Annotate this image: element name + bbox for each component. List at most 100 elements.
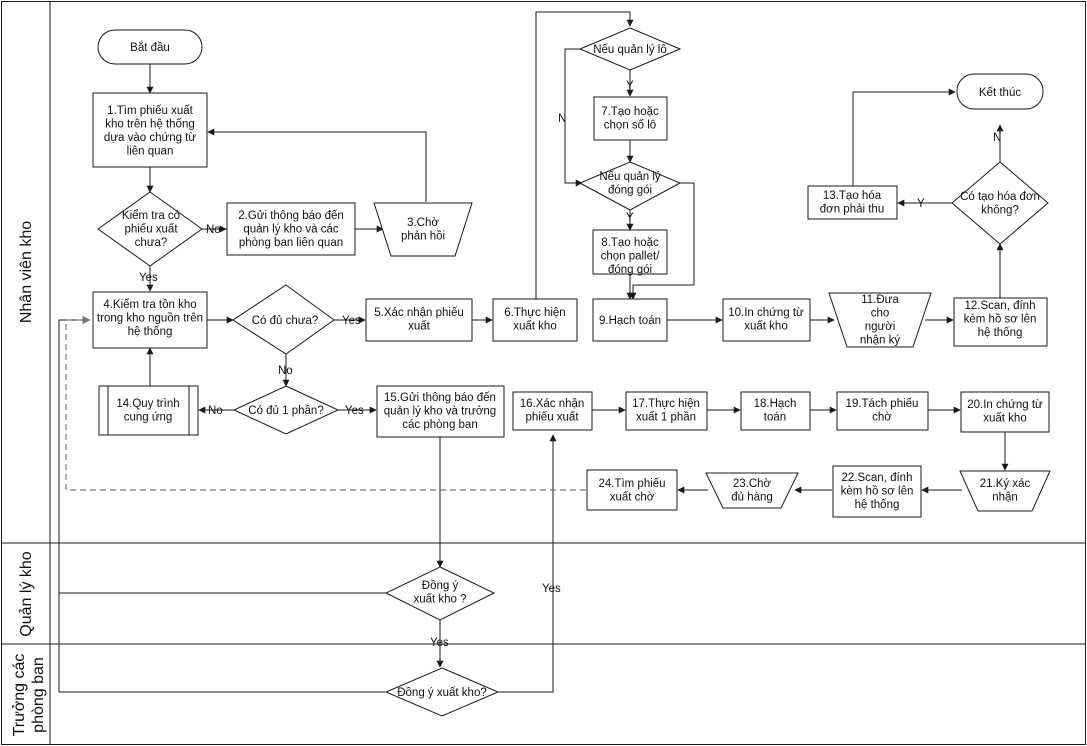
- decision-check-phieu: [97, 191, 203, 267]
- node-24-box: [586, 469, 678, 511]
- edge-label-no-check: No: [206, 224, 221, 236]
- text-line: chọn số lô: [604, 120, 656, 132]
- text-line: đủ hàng: [731, 492, 773, 504]
- text-line: Có tạo hóa đơn: [960, 191, 1040, 203]
- text-line: 11.Đưa: [861, 294, 899, 306]
- edge-label-yes-1p: Yes: [345, 405, 364, 417]
- label-d-du: Có đủ chưa?: [252, 315, 319, 327]
- text-line: 22.Scan, đính: [842, 472, 913, 484]
- connectors: [58, 11, 1009, 693]
- node-15-box: [376, 385, 505, 438]
- lane-label-ql: Quản lý kho: [18, 551, 35, 636]
- node-12-box: [953, 297, 1048, 347]
- node-23-shape: [705, 472, 799, 509]
- node-21-shape: [959, 470, 1051, 512]
- text-line: Bắt đầu: [130, 41, 170, 54]
- decision-truong-phong-dong-y: [384, 667, 500, 717]
- edge-label-yes-du: Yes: [342, 315, 361, 327]
- text-line: liên quan: [127, 146, 174, 158]
- text-line: đóng gói: [608, 185, 652, 197]
- text-line: đơn phải thu: [820, 204, 884, 216]
- label-n7: 7.Tạo hoặc chọn số lô: [601, 106, 659, 132]
- text-line: xuất kho: [983, 413, 1026, 425]
- text-line: 9.Hạch toán: [599, 315, 661, 327]
- text-line: 18.Hạch: [754, 398, 797, 410]
- text-line: quản lý kho và trưởng: [384, 406, 496, 418]
- text-line: Kiểm tra có: [122, 210, 180, 222]
- node-6-box: [492, 298, 578, 342]
- node-14-box: [98, 385, 199, 436]
- edge-label-yes-check: Yes: [139, 272, 158, 284]
- node-4-box: [92, 291, 208, 349]
- text-line: 21.Ký xác: [980, 478, 1031, 490]
- edge-labels: No Yes Yes No No Yes Y N Y Y N Yes Yes: [139, 80, 1001, 649]
- node-19-box: [836, 391, 929, 431]
- edge-label-n-hd: N: [993, 132, 1001, 144]
- node-11-shape: [828, 292, 932, 348]
- edge-label-y-lo: Y: [626, 80, 634, 92]
- label-end: Kết thúc: [979, 87, 1021, 99]
- text-line: Đồng ý xuất kho?: [397, 687, 487, 699]
- text-line: không?: [981, 205, 1019, 217]
- text-line: 20.In chứng từ: [967, 399, 1043, 411]
- text-line: Quản lý kho: [18, 551, 35, 636]
- node-10-box: [722, 298, 811, 342]
- text-line: 5.Xác nhận phiếu: [374, 307, 464, 319]
- text-line: 7.Tạo hoặc: [601, 106, 659, 118]
- node-1-box: [92, 92, 208, 168]
- decision-du-chua: [232, 284, 335, 355]
- text-line: Có đủ chưa?: [252, 315, 319, 327]
- text-line: hệ thống: [855, 499, 900, 511]
- text-line: 14.Quy trình: [116, 398, 179, 410]
- node-17-box: [625, 391, 708, 431]
- node-13-box: [807, 185, 898, 220]
- text-line: 12.Scan, đính: [965, 300, 1036, 312]
- text-line: 16.Xác nhận: [520, 398, 585, 410]
- text-line: Nếu quản lý lô: [593, 44, 667, 56]
- text-line: phòng ban liên quan: [239, 237, 343, 249]
- start-terminator: [97, 29, 203, 65]
- decision-du-mot-phan: [232, 385, 340, 435]
- node-3-wait-shape: [373, 202, 473, 257]
- text-line: toán: [764, 412, 786, 424]
- text-line: hệ thống: [978, 327, 1023, 339]
- text-line: chọn pallet/: [601, 251, 661, 263]
- text-line: kèm hồ sơ lên: [841, 486, 914, 498]
- node-8-box: [592, 229, 668, 275]
- text-line: xuất 1 phần: [636, 412, 696, 424]
- text-line: 3.Chờ: [407, 217, 439, 229]
- text-line: cho: [871, 308, 890, 320]
- text-line: các phòng ban: [402, 419, 477, 431]
- text-line: hệ thống: [128, 326, 173, 338]
- node-20-box: [960, 391, 1050, 433]
- text-line: Có đủ 1 phần?: [248, 405, 323, 417]
- label-d-1p: Có đủ 1 phần?: [248, 405, 323, 417]
- text-line: 24.Tìm phiếu: [598, 478, 665, 490]
- lane-label-kho: Nhân viên kho: [18, 221, 35, 323]
- text-line: 10.In chứng từ: [728, 307, 804, 319]
- text-line: Kết thúc: [979, 87, 1021, 99]
- node-5-box: [365, 298, 473, 342]
- edge-label-no-1p: No: [208, 405, 223, 417]
- label-start: Bắt đầu: [130, 41, 170, 54]
- decision-dong-goi: [578, 161, 682, 211]
- nodes: [92, 27, 1051, 717]
- edge-label-n-lo: N: [558, 113, 566, 125]
